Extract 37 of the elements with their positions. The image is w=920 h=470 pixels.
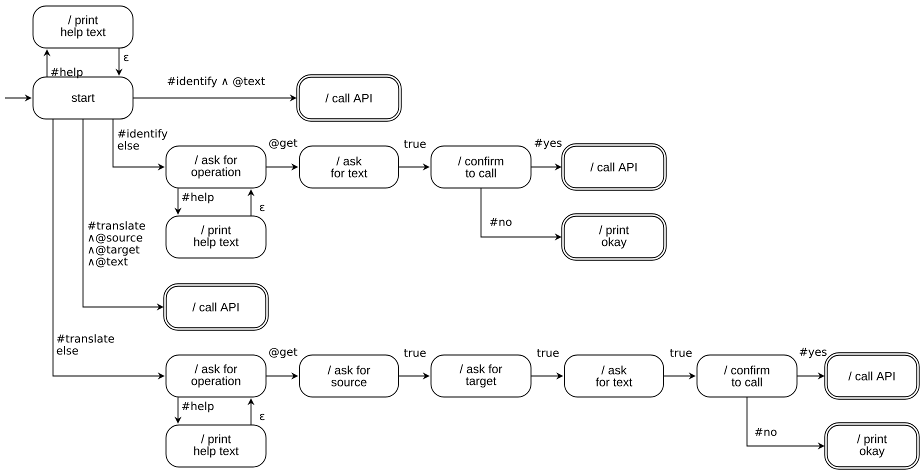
state-box: / ask for text — [564, 354, 664, 398]
final-state-box: / print okay — [824, 422, 920, 470]
edge-label: #no — [490, 218, 512, 226]
final-state-box: / print okay — [561, 213, 667, 261]
edge-label: #yes — [534, 138, 562, 150]
state-box: / confirm to call — [430, 146, 532, 188]
final-state-box: / call API — [561, 143, 667, 191]
state-box: start — [32, 76, 134, 120]
edge-label: #translate else — [56, 334, 114, 355]
edge-label: true — [404, 140, 426, 148]
edge-label: #identify else — [118, 129, 168, 150]
edge-label: #identify ∧ @text — [168, 76, 265, 88]
edge-label: ε — [260, 204, 264, 212]
state-box: / ask for source — [299, 354, 399, 398]
edge-label: #no — [755, 428, 777, 436]
state-box: / ask for operation — [166, 354, 266, 398]
edge-label: @get — [269, 348, 298, 358]
final-state-box: / call API — [163, 283, 269, 331]
edge-label: #yes — [800, 348, 827, 358]
edge-label: #help — [51, 68, 83, 78]
state-box: / ask for operation — [166, 146, 266, 188]
edge-label: #translate ∧@source ∧@target ∧@text — [88, 221, 145, 268]
state-box: / ask for text — [299, 146, 399, 188]
state-box: / print help text — [32, 6, 134, 48]
edge-label: @get — [269, 138, 298, 149]
edge-label: #help — [182, 402, 214, 412]
edge-label: true — [670, 349, 692, 357]
edge-label: ε — [260, 414, 264, 420]
state-box: / ask for target — [430, 354, 532, 398]
edge-label: ε — [124, 54, 128, 62]
edge-label: true — [404, 349, 426, 357]
state-box: / print help text — [166, 216, 266, 258]
state-box: / confirm to call — [696, 354, 798, 398]
final-state-box: / call API — [296, 74, 402, 122]
state-box: / print help text — [166, 424, 266, 468]
edge-label: true — [537, 349, 559, 357]
edge-label: #help — [182, 192, 214, 204]
